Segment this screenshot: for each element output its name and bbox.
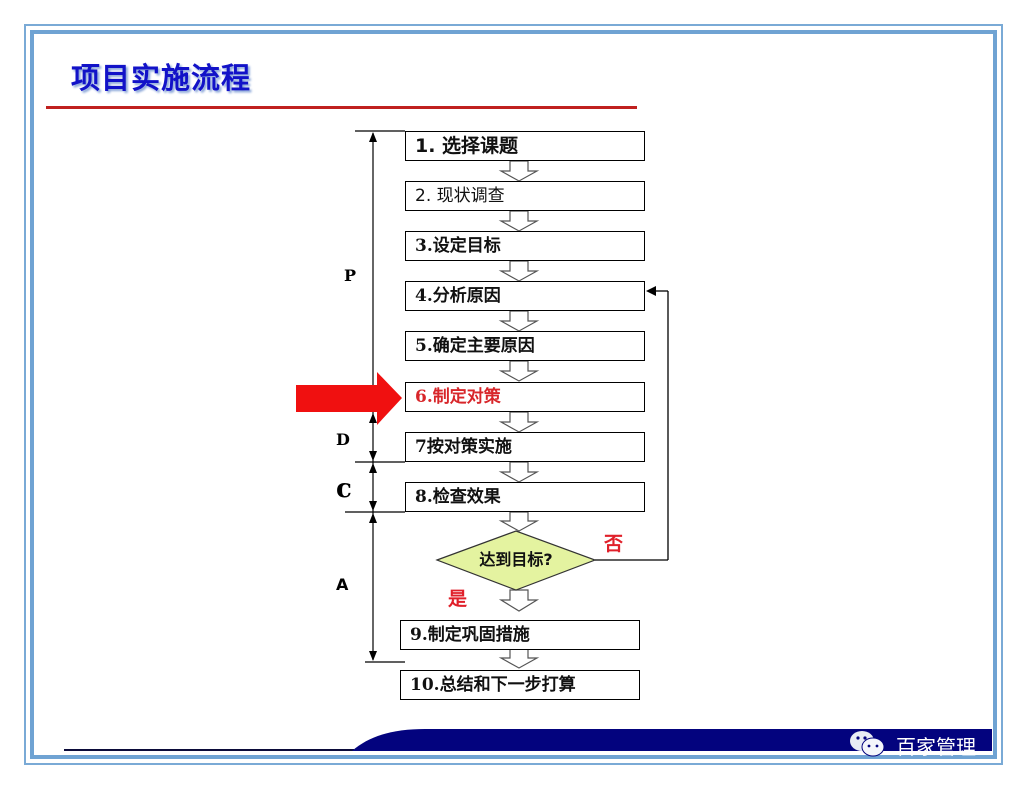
footer-band: [352, 729, 992, 751]
step-4-box: 4.分析原因: [405, 281, 645, 311]
decision-yes-label: 是: [448, 588, 468, 610]
down-arrow-icon: [498, 310, 540, 332]
footer-brand-label: 百家管理: [896, 735, 976, 759]
phase-p-label: P: [344, 266, 357, 285]
step-4-label: 4.分析原因: [415, 286, 501, 306]
step-2-box: 2. 现状调查: [405, 181, 645, 211]
step-7-label: 7按对策实施: [415, 437, 512, 457]
step-8-box: 8.检查效果: [405, 482, 645, 512]
arrow-down-icon: [369, 451, 377, 461]
decision-label: 达到目标?: [479, 550, 553, 569]
step-1-box: 1. 选择课题: [405, 131, 645, 161]
step-10-box: 10.总结和下一步打算: [400, 670, 640, 700]
down-arrow-icon: [498, 210, 540, 232]
arrow-down-icon: [369, 651, 377, 661]
step-10-label: 10.总结和下一步打算: [410, 675, 576, 695]
decision-no-label: 否: [604, 533, 624, 555]
step-6-box: 6.制定对策: [405, 382, 645, 412]
arrow-up-icon: [369, 463, 377, 473]
step-8-label: 8.检查效果: [415, 487, 501, 507]
slide-outer-frame: [24, 24, 1003, 765]
down-arrow-icon: [498, 411, 540, 433]
down-arrow-icon: [498, 260, 540, 282]
step-5-box: 5.确定主要原因: [405, 331, 645, 361]
slide-title: 项目实施流程: [71, 61, 252, 95]
arrow-down-icon: [369, 501, 377, 511]
step-3-box: 3.设定目标: [405, 231, 645, 261]
down-arrow-icon: [498, 461, 540, 483]
arrow-up-icon: [369, 513, 377, 523]
arrow-up-icon: [369, 132, 377, 142]
step-2-label: 2. 现状调查: [415, 186, 505, 206]
phase-d-label: D: [336, 430, 350, 449]
step-3-label: 3.设定目标: [415, 236, 501, 256]
down-arrow-icon: [498, 589, 540, 612]
down-arrow-icon: [498, 648, 540, 669]
title-underline: [46, 106, 637, 109]
step-9-box: 9.制定巩固措施: [400, 620, 640, 650]
step-arrows: [498, 160, 540, 669]
down-arrow-icon: [498, 511, 540, 532]
down-arrow-icon: [498, 360, 540, 382]
arrow-up-icon: [369, 413, 377, 423]
phase-a-label: A: [336, 575, 349, 594]
slide-inner-frame: [30, 30, 997, 759]
phase-c-label: c: [336, 474, 352, 504]
down-arrow-icon: [498, 160, 540, 182]
step-7-box: 7按对策实施: [405, 432, 645, 462]
step-1-label: 1. 选择课题: [415, 135, 519, 157]
phase-arrowheads: [369, 132, 377, 661]
wechat-icon: [850, 731, 885, 757]
step-6-label: 6.制定对策: [415, 387, 501, 407]
step-9-label: 9.制定巩固措施: [410, 625, 530, 645]
step-5-label: 5.确定主要原因: [415, 336, 535, 356]
current-step-red-arrow: [296, 372, 402, 425]
loop-arrowhead-icon: [646, 286, 656, 296]
